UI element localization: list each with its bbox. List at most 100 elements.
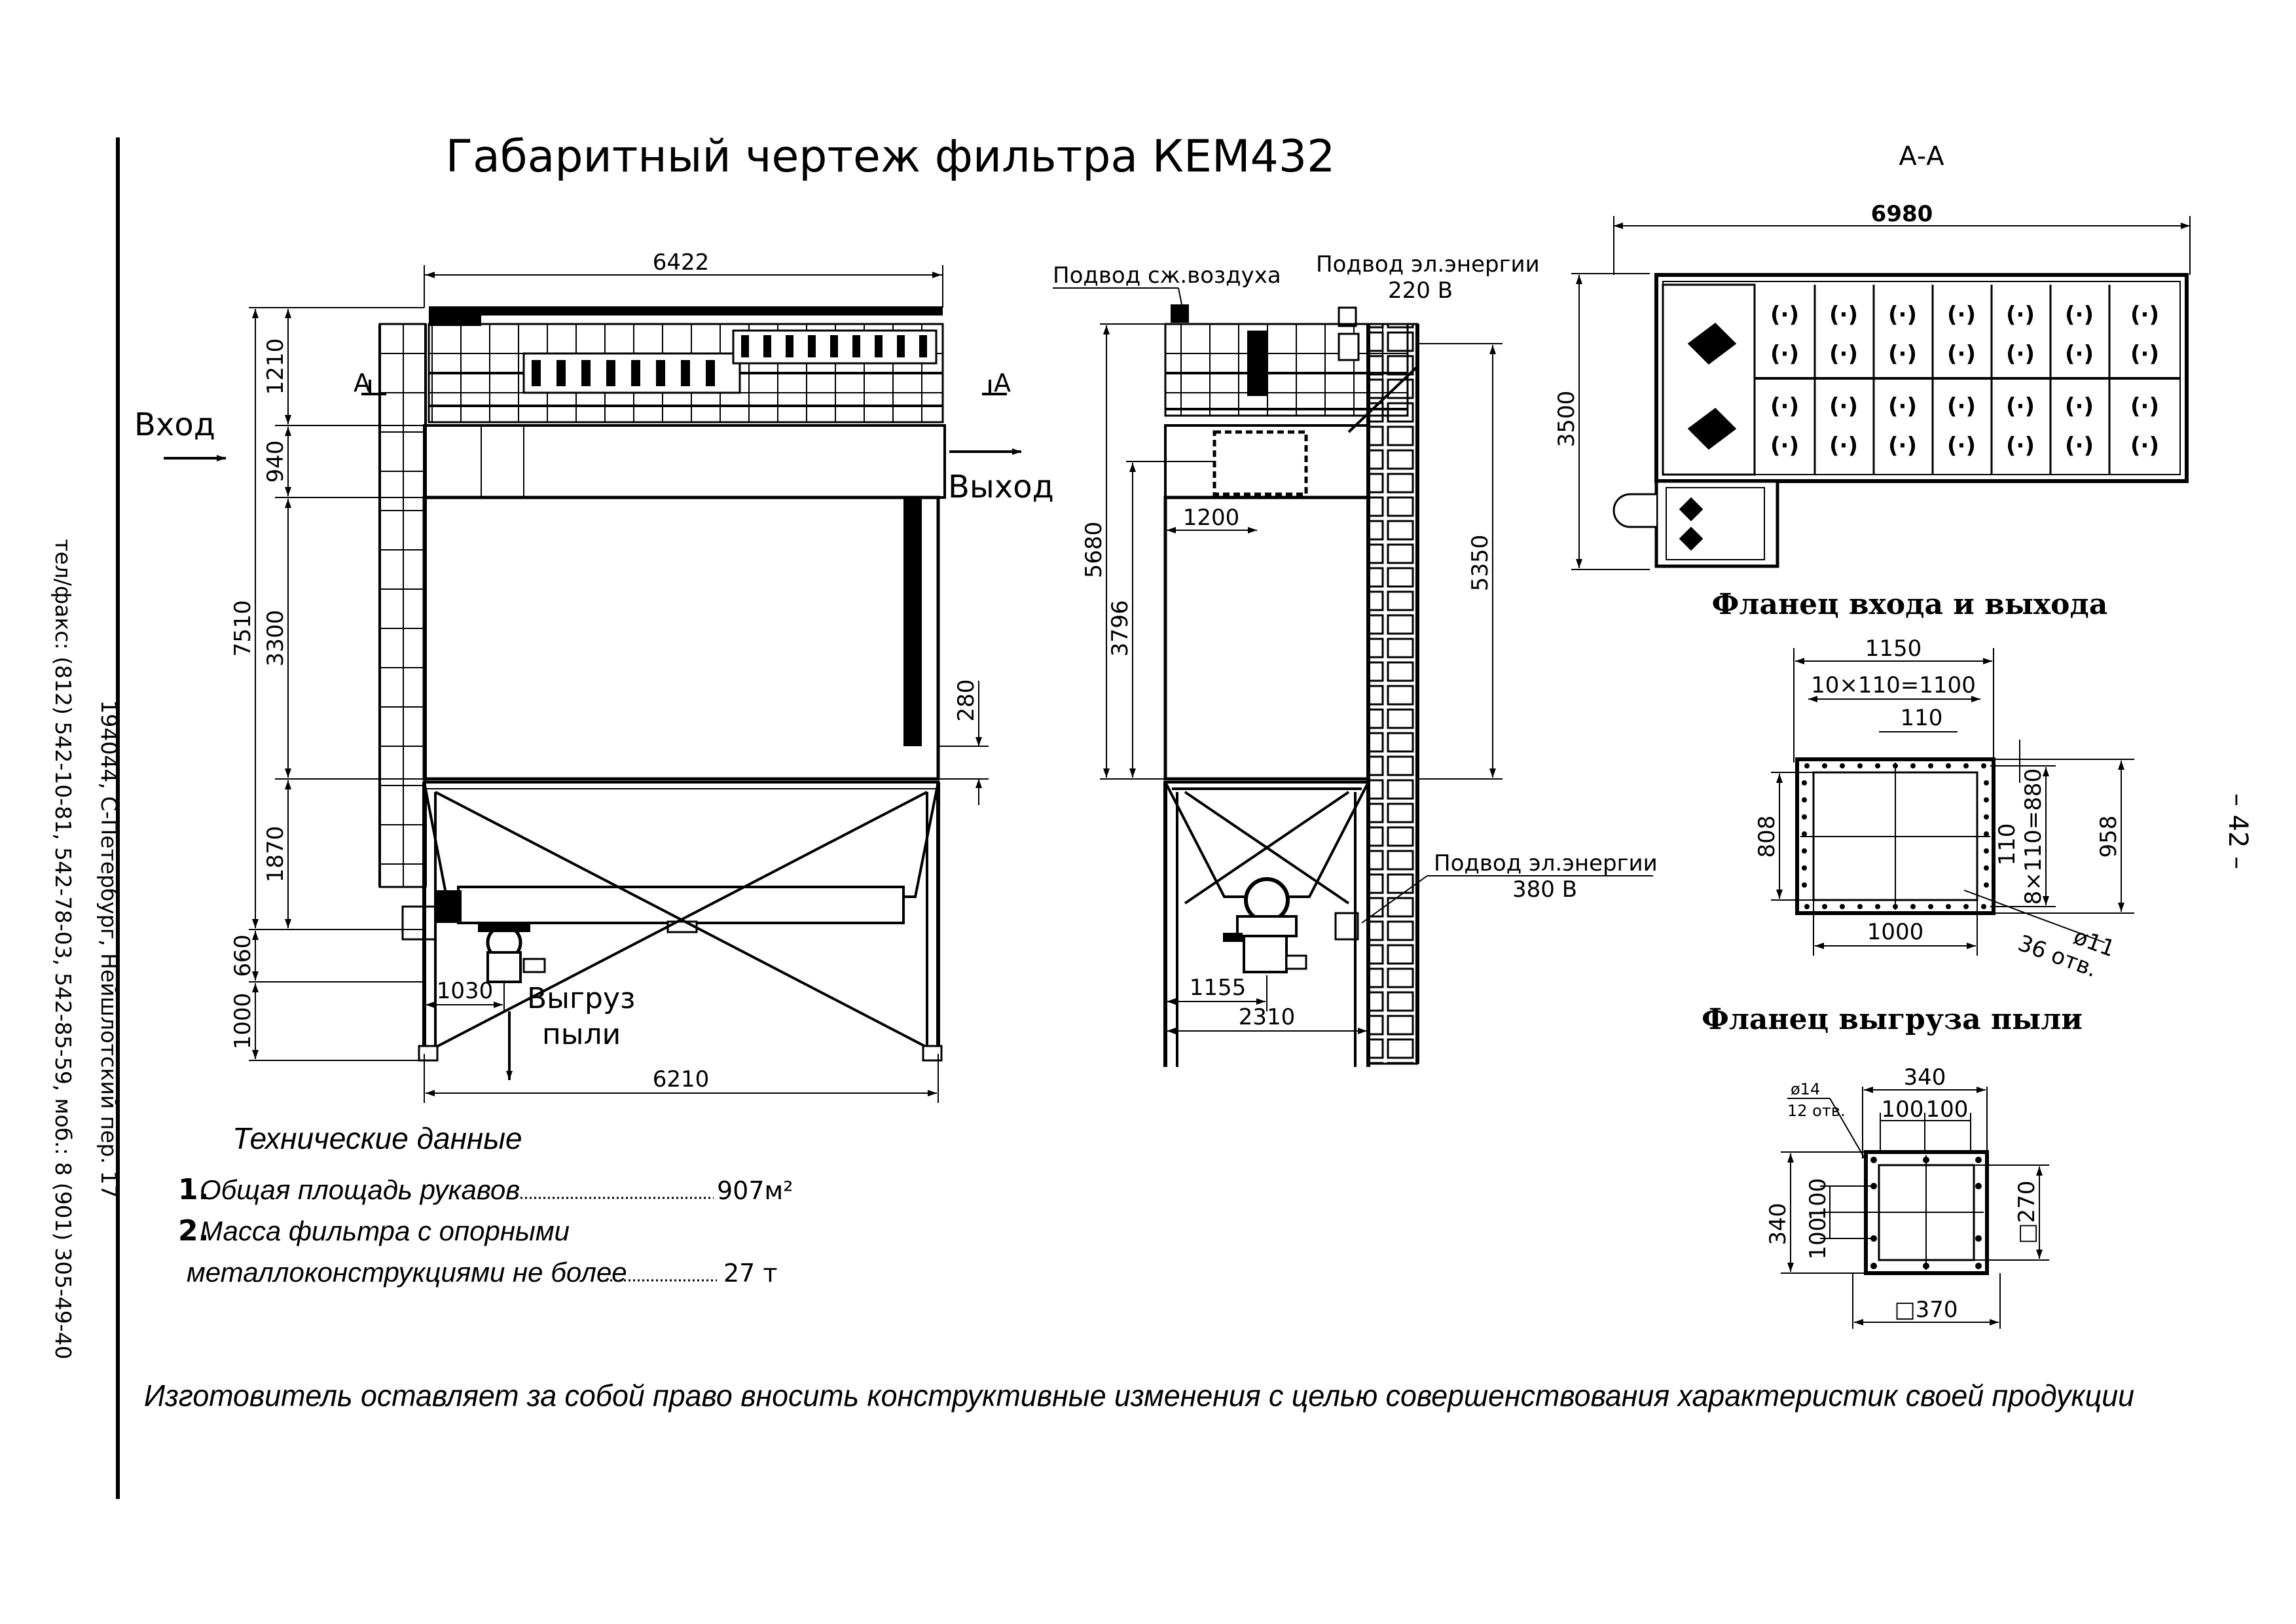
- dim-5680: 5680: [1081, 522, 1107, 579]
- dust-hole-dia: ø14: [1791, 1080, 1820, 1098]
- svg-text:(·): (·): [1770, 341, 1799, 367]
- flange-dim-958: 958: [2096, 816, 2122, 858]
- tech-item1-num: 1.: [178, 1173, 209, 1206]
- drawing-title: Габаритный чертеж фильтра КЕМ432: [446, 131, 1336, 183]
- svg-text:(·): (·): [1947, 302, 1976, 328]
- svg-text:(·): (·): [1888, 433, 1917, 459]
- section-mark-left: А: [354, 369, 371, 397]
- svg-text:(·): (·): [2130, 302, 2159, 328]
- tech-data: Технические данные 1. Общая площадь рука…: [178, 1121, 793, 1288]
- dim-1000: 1000: [230, 993, 256, 1050]
- dim-660: 660: [230, 935, 256, 977]
- svg-text:(·): (·): [1888, 302, 1917, 328]
- dim-1200: 1200: [1183, 505, 1240, 531]
- side-address: 194044, С-Петербург, Нейшлотский пер. 17…: [50, 539, 122, 1359]
- front-view: 6422 А А: [134, 249, 1054, 1103]
- dust-dim-340-top: 340: [1904, 1064, 1946, 1091]
- dust-dim-270: □270: [2014, 1180, 2040, 1244]
- power-380-line1: Подвод эл.энергии: [1434, 850, 1658, 876]
- flange-dim-1150: 1150: [1865, 636, 1922, 662]
- flange-dim-1000: 1000: [1867, 919, 1924, 945]
- tech-item2-value: 27 т: [723, 1259, 778, 1288]
- dust-dim-100-d: 100: [1805, 1218, 1831, 1260]
- svg-text:(·): (·): [1770, 433, 1799, 459]
- svg-text:(·): (·): [2130, 393, 2159, 420]
- svg-text:(·): (·): [1947, 393, 1976, 420]
- power-220-line2: 220 В: [1388, 278, 1453, 304]
- flange-dim-pitch-side: 110: [1994, 823, 2020, 866]
- power-380-line2: 380 В: [1512, 876, 1577, 903]
- dim-3796: 3796: [1107, 600, 1133, 657]
- svg-text:(·): (·): [2130, 341, 2159, 367]
- dim-6210: 6210: [653, 1066, 710, 1092]
- dust-dim-100-b: 100: [1926, 1096, 1969, 1123]
- section-label: А-А: [1899, 141, 1944, 171]
- air-supply-label: Подвод сж.воздуха: [1053, 262, 1281, 289]
- dim-940: 940: [263, 441, 289, 483]
- address-line-1: 194044, С-Петербург, Нейшлотский пер. 17: [96, 700, 122, 1198]
- tech-item2-line2: металлоконструкциями не более: [187, 1257, 627, 1288]
- tech-item1-value: 907м²: [717, 1176, 793, 1205]
- svg-text:(·): (·): [2065, 393, 2094, 420]
- address-line-2: тел/факс: (812) 542-10-81, 542-78-03, 54…: [50, 539, 76, 1359]
- dim-5350: 5350: [1467, 535, 1493, 592]
- tech-item2-line1: Масса фильтра с опорными: [200, 1216, 570, 1246]
- svg-text:(·): (·): [2006, 433, 2035, 459]
- dim-2310: 2310: [1239, 1004, 1296, 1030]
- svg-text:(·): (·): [2065, 433, 2094, 459]
- dust-flange-title: Фланец выгруза пыли: [1702, 1003, 2083, 1036]
- dim-1210: 1210: [263, 338, 289, 395]
- svg-text:(·): (·): [2006, 302, 2035, 328]
- svg-text:(·): (·): [2065, 302, 2094, 328]
- inlet-flange-title: Фланец входа и выхода: [1712, 588, 2108, 621]
- dim-6980: 6980: [1871, 201, 1933, 227]
- svg-text:(·): (·): [1947, 341, 1976, 367]
- side-view: Подвод сж.воздуха Подвод эл.энергии 220 …: [1053, 251, 1658, 1067]
- dust-dim-340-side: 340: [1765, 1203, 1791, 1246]
- dim-3500: 3500: [1554, 391, 1580, 448]
- svg-text:(·): (·): [1947, 433, 1976, 459]
- outlet-label: Выход: [948, 469, 1054, 505]
- svg-text:(·): (·): [1770, 302, 1799, 328]
- section-mark-right: А: [994, 369, 1011, 397]
- dust-flange: Фланец выгруза пыли ø14 12 отв. 340 100 …: [1702, 1003, 2083, 1329]
- svg-text:(·): (·): [1829, 341, 1858, 367]
- dim-280: 280: [953, 679, 979, 722]
- inlet-flange: Фланец входа и выхода 1150 10×110=1100 1…: [1712, 588, 2134, 983]
- dust-dim-100-a: 100: [1882, 1096, 1924, 1123]
- svg-text:(·): (·): [2065, 341, 2094, 367]
- flange-dim-bolt-span: 10×110=1100: [1811, 672, 1976, 698]
- svg-text:(·): (·): [2006, 393, 2035, 420]
- svg-text:(·): (·): [1888, 393, 1917, 420]
- tech-item2-num: 2.: [178, 1214, 209, 1248]
- svg-text:(·): (·): [1829, 433, 1858, 459]
- flange-dim-808: 808: [1754, 816, 1780, 858]
- dim-1870: 1870: [263, 826, 289, 883]
- tech-data-heading: Технические данные: [232, 1121, 522, 1155]
- disclaimer: Изготовитель оставляет за собой право вн…: [144, 1379, 2134, 1413]
- svg-text:(·): (·): [2130, 433, 2159, 459]
- dim-1155: 1155: [1190, 975, 1247, 1001]
- dust-dim-370: □370: [1894, 1297, 1958, 1323]
- flange-dim-side-span: 8×110=880: [2020, 768, 2047, 905]
- power-220-line1: Подвод эл.энергии: [1316, 251, 1540, 278]
- dim-1030: 1030: [437, 978, 494, 1004]
- flange-dim-pitch-top: 110: [1901, 705, 1943, 731]
- dust-discharge-line2: пыли: [542, 1018, 621, 1051]
- dim-3300: 3300: [263, 610, 289, 667]
- inlet-label: Вход: [134, 406, 215, 443]
- svg-text:(·): (·): [1829, 393, 1858, 420]
- svg-text:(·): (·): [2006, 341, 2035, 367]
- dim-6422: 6422: [653, 249, 710, 276]
- svg-text:(·): (·): [1770, 393, 1799, 420]
- plan-view: 6980 3500 (·) (·) (·) (·) (·) (·) (·) (·) (·) (·…: [1554, 201, 2191, 570]
- tech-item1-text: Общая площадь рукавов: [200, 1174, 520, 1205]
- dim-7510: 7510: [230, 600, 256, 657]
- svg-text:(·): (·): [1888, 341, 1917, 367]
- dust-dim-100-c: 100: [1805, 1178, 1831, 1221]
- dust-hole-count: 12 отв.: [1787, 1102, 1846, 1120]
- page-number: – 42 –: [2223, 793, 2253, 869]
- dust-discharge-line1: Выгруз: [527, 982, 635, 1015]
- svg-text:(·): (·): [1829, 302, 1858, 328]
